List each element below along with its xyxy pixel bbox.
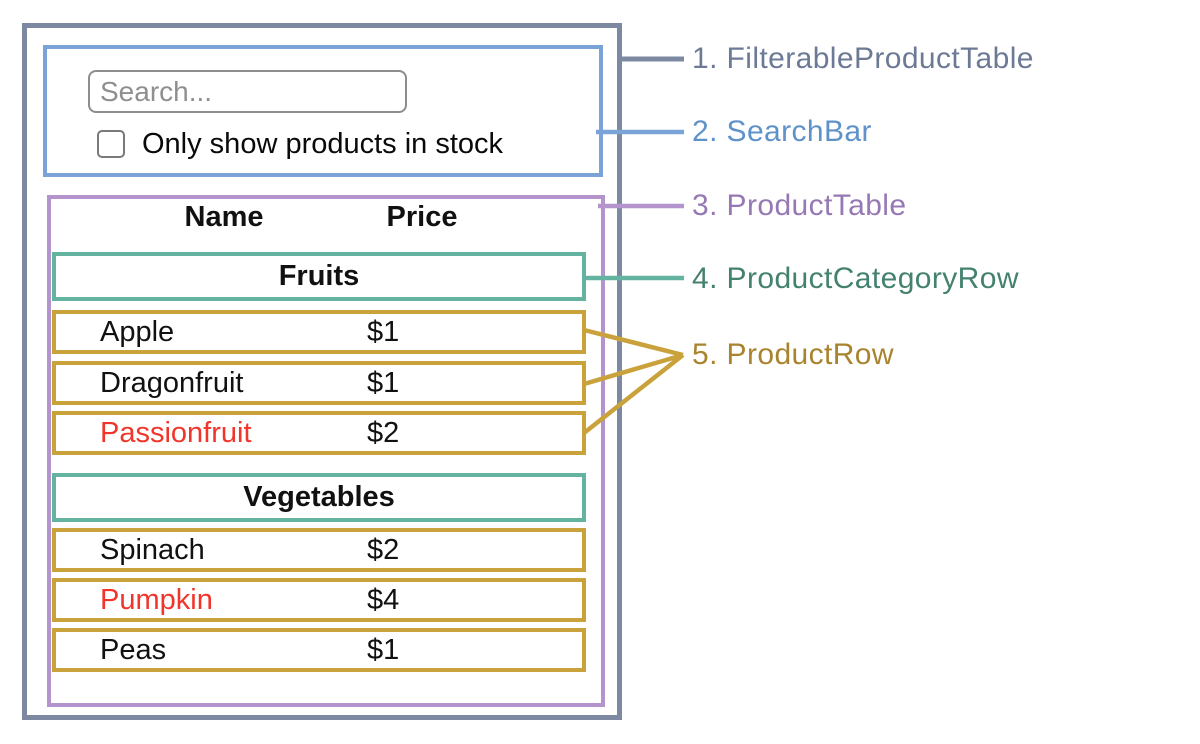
product-price: $1	[367, 366, 400, 399]
product-name: Spinach	[100, 533, 205, 566]
legend-label-product-table: 3. ProductTable	[692, 189, 907, 222]
product-row-pumpkin: Pumpkin $4	[52, 578, 586, 622]
product-price: $1	[367, 315, 400, 348]
product-row-apple: Apple $1	[52, 310, 586, 354]
category-row-vegetables: Vegetables	[52, 473, 586, 522]
product-name: Apple	[100, 315, 175, 348]
product-row-spinach: Spinach $2	[52, 528, 586, 572]
category-row-fruits: Fruits	[52, 252, 586, 301]
in-stock-checkbox-label: Only show products in stock	[142, 128, 504, 160]
in-stock-filter: Only show products in stock	[97, 129, 503, 159]
category-label: Fruits	[278, 260, 360, 292]
category-label: Vegetables	[243, 481, 395, 513]
product-price: $2	[367, 416, 400, 449]
product-name: Peas	[100, 633, 167, 666]
column-header-price: Price	[386, 201, 458, 233]
table-header-row: Name Price	[52, 196, 586, 238]
legend-label-product-row: 5. ProductRow	[692, 338, 894, 371]
product-row-peas: Peas $1	[52, 628, 586, 672]
legend-label-filterable-product-table: 1. FilterableProductTable	[692, 42, 1034, 75]
product-price: $2	[367, 533, 400, 566]
column-header-name: Name	[184, 201, 264, 233]
product-price: $1	[367, 633, 400, 666]
legend-label-search-bar: 2. SearchBar	[692, 115, 872, 148]
in-stock-checkbox[interactable]	[97, 130, 125, 158]
product-row-passionfruit: Passionfruit $2	[52, 411, 586, 455]
product-name: Passionfruit	[100, 416, 252, 449]
legend-label-product-category-row: 4. ProductCategoryRow	[692, 262, 1019, 295]
product-price: $4	[367, 583, 400, 616]
product-name: Pumpkin	[100, 583, 213, 616]
product-row-dragonfruit: Dragonfruit $1	[52, 361, 586, 405]
product-name: Dragonfruit	[100, 366, 244, 399]
search-input[interactable]	[88, 70, 407, 113]
